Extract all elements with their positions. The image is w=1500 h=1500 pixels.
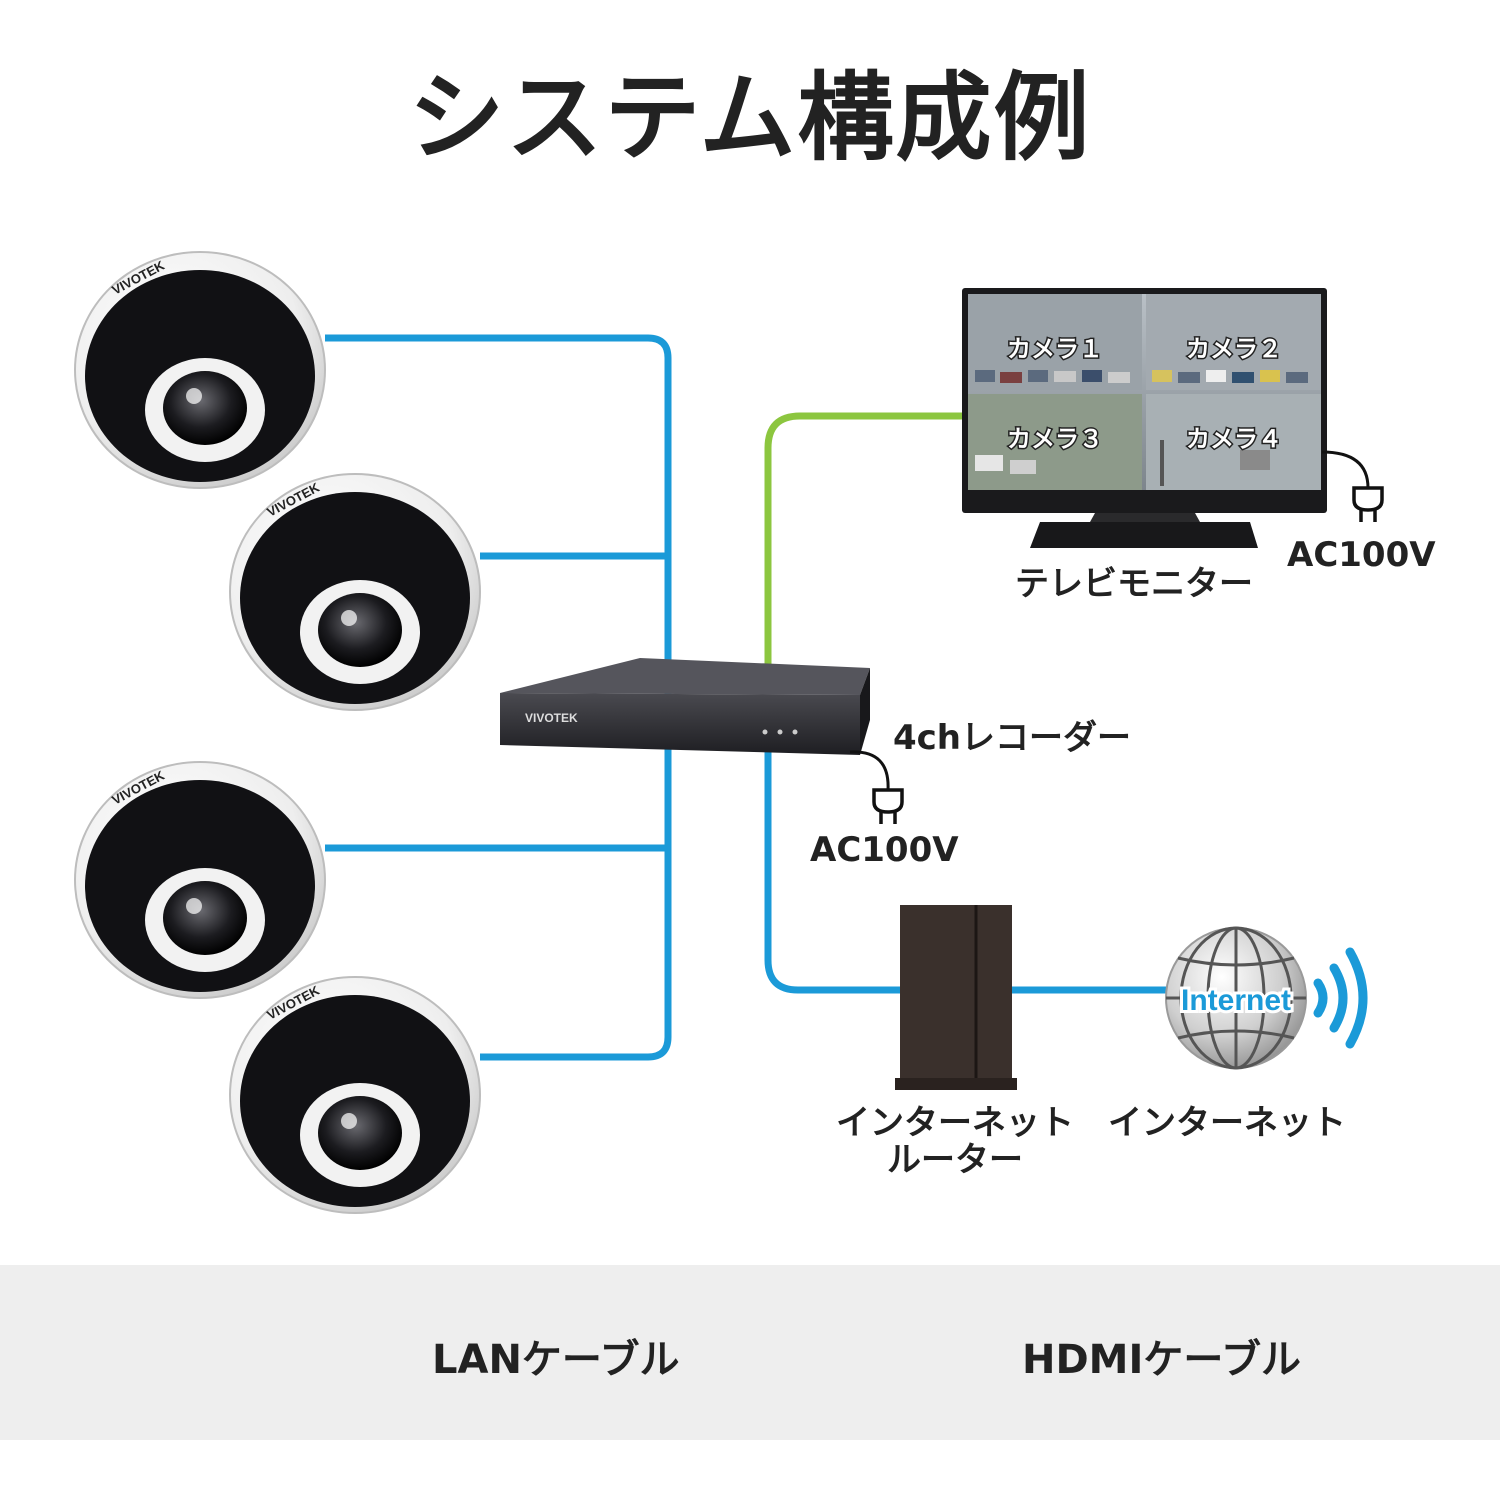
lan-legend-label: LANケーブル [432, 1337, 680, 1383]
recorder-power-cord [849, 750, 890, 791]
hdmi-legend-label: HDMIケーブル [1022, 1337, 1301, 1383]
lan-cable-recorder-router [764, 750, 905, 994]
lan-cable-camera-1 [325, 334, 672, 760]
monitor-feed-4: カメラ４ [1186, 425, 1282, 453]
globe-text: Internet [1181, 984, 1291, 1017]
recorder: VIVOTEK [500, 658, 904, 824]
router-label: インターネット ルーター [820, 1103, 1090, 1181]
wifi-waves-icon [1313, 947, 1368, 1049]
monitor-power-label: AC100V [1287, 535, 1436, 575]
page-title: システム構成例 [408, 62, 1092, 174]
monitor-label: テレビモニター [1015, 564, 1253, 604]
monitor-feeds: カメラ１ カメラ２ カメラ３ カメラ４ [968, 294, 1321, 490]
lan-cable-camera-4 [480, 740, 672, 1061]
camera-3: VIVOTEK [74, 761, 326, 999]
monitor-power-cord [1321, 450, 1370, 489]
hdmi-cable [764, 412, 970, 668]
internet-globe-icon: Internet [1165, 926, 1307, 1070]
recorder-brand: VIVOTEK [525, 711, 578, 725]
router-label-line-1: インターネット [836, 1103, 1074, 1143]
router-label-line-2: ルーター [887, 1140, 1023, 1181]
lan-cables [325, 334, 1170, 1061]
monitor-feed-3: カメラ３ [1007, 425, 1103, 453]
router [895, 905, 1017, 1090]
recorder-plug-icon [872, 788, 904, 824]
recorder-power-label: AC100V [810, 830, 959, 870]
camera-1: VIVOTEK [74, 251, 326, 489]
legend: LANケーブル HDMIケーブル [0, 1265, 1500, 1440]
monitor-feed-2: カメラ２ [1186, 335, 1282, 363]
camera-4: VIVOTEK [229, 976, 481, 1214]
monitor-feed-1: カメラ１ [1007, 335, 1103, 363]
recorder-label: 4chレコーダー [893, 718, 1132, 758]
monitor: カメラ１ カメラ２ カメラ３ カメラ４ [962, 288, 1384, 548]
internet-label: インターネット [1108, 1103, 1346, 1143]
monitor-plug-icon [1352, 486, 1384, 522]
camera-2: VIVOTEK [229, 473, 481, 711]
